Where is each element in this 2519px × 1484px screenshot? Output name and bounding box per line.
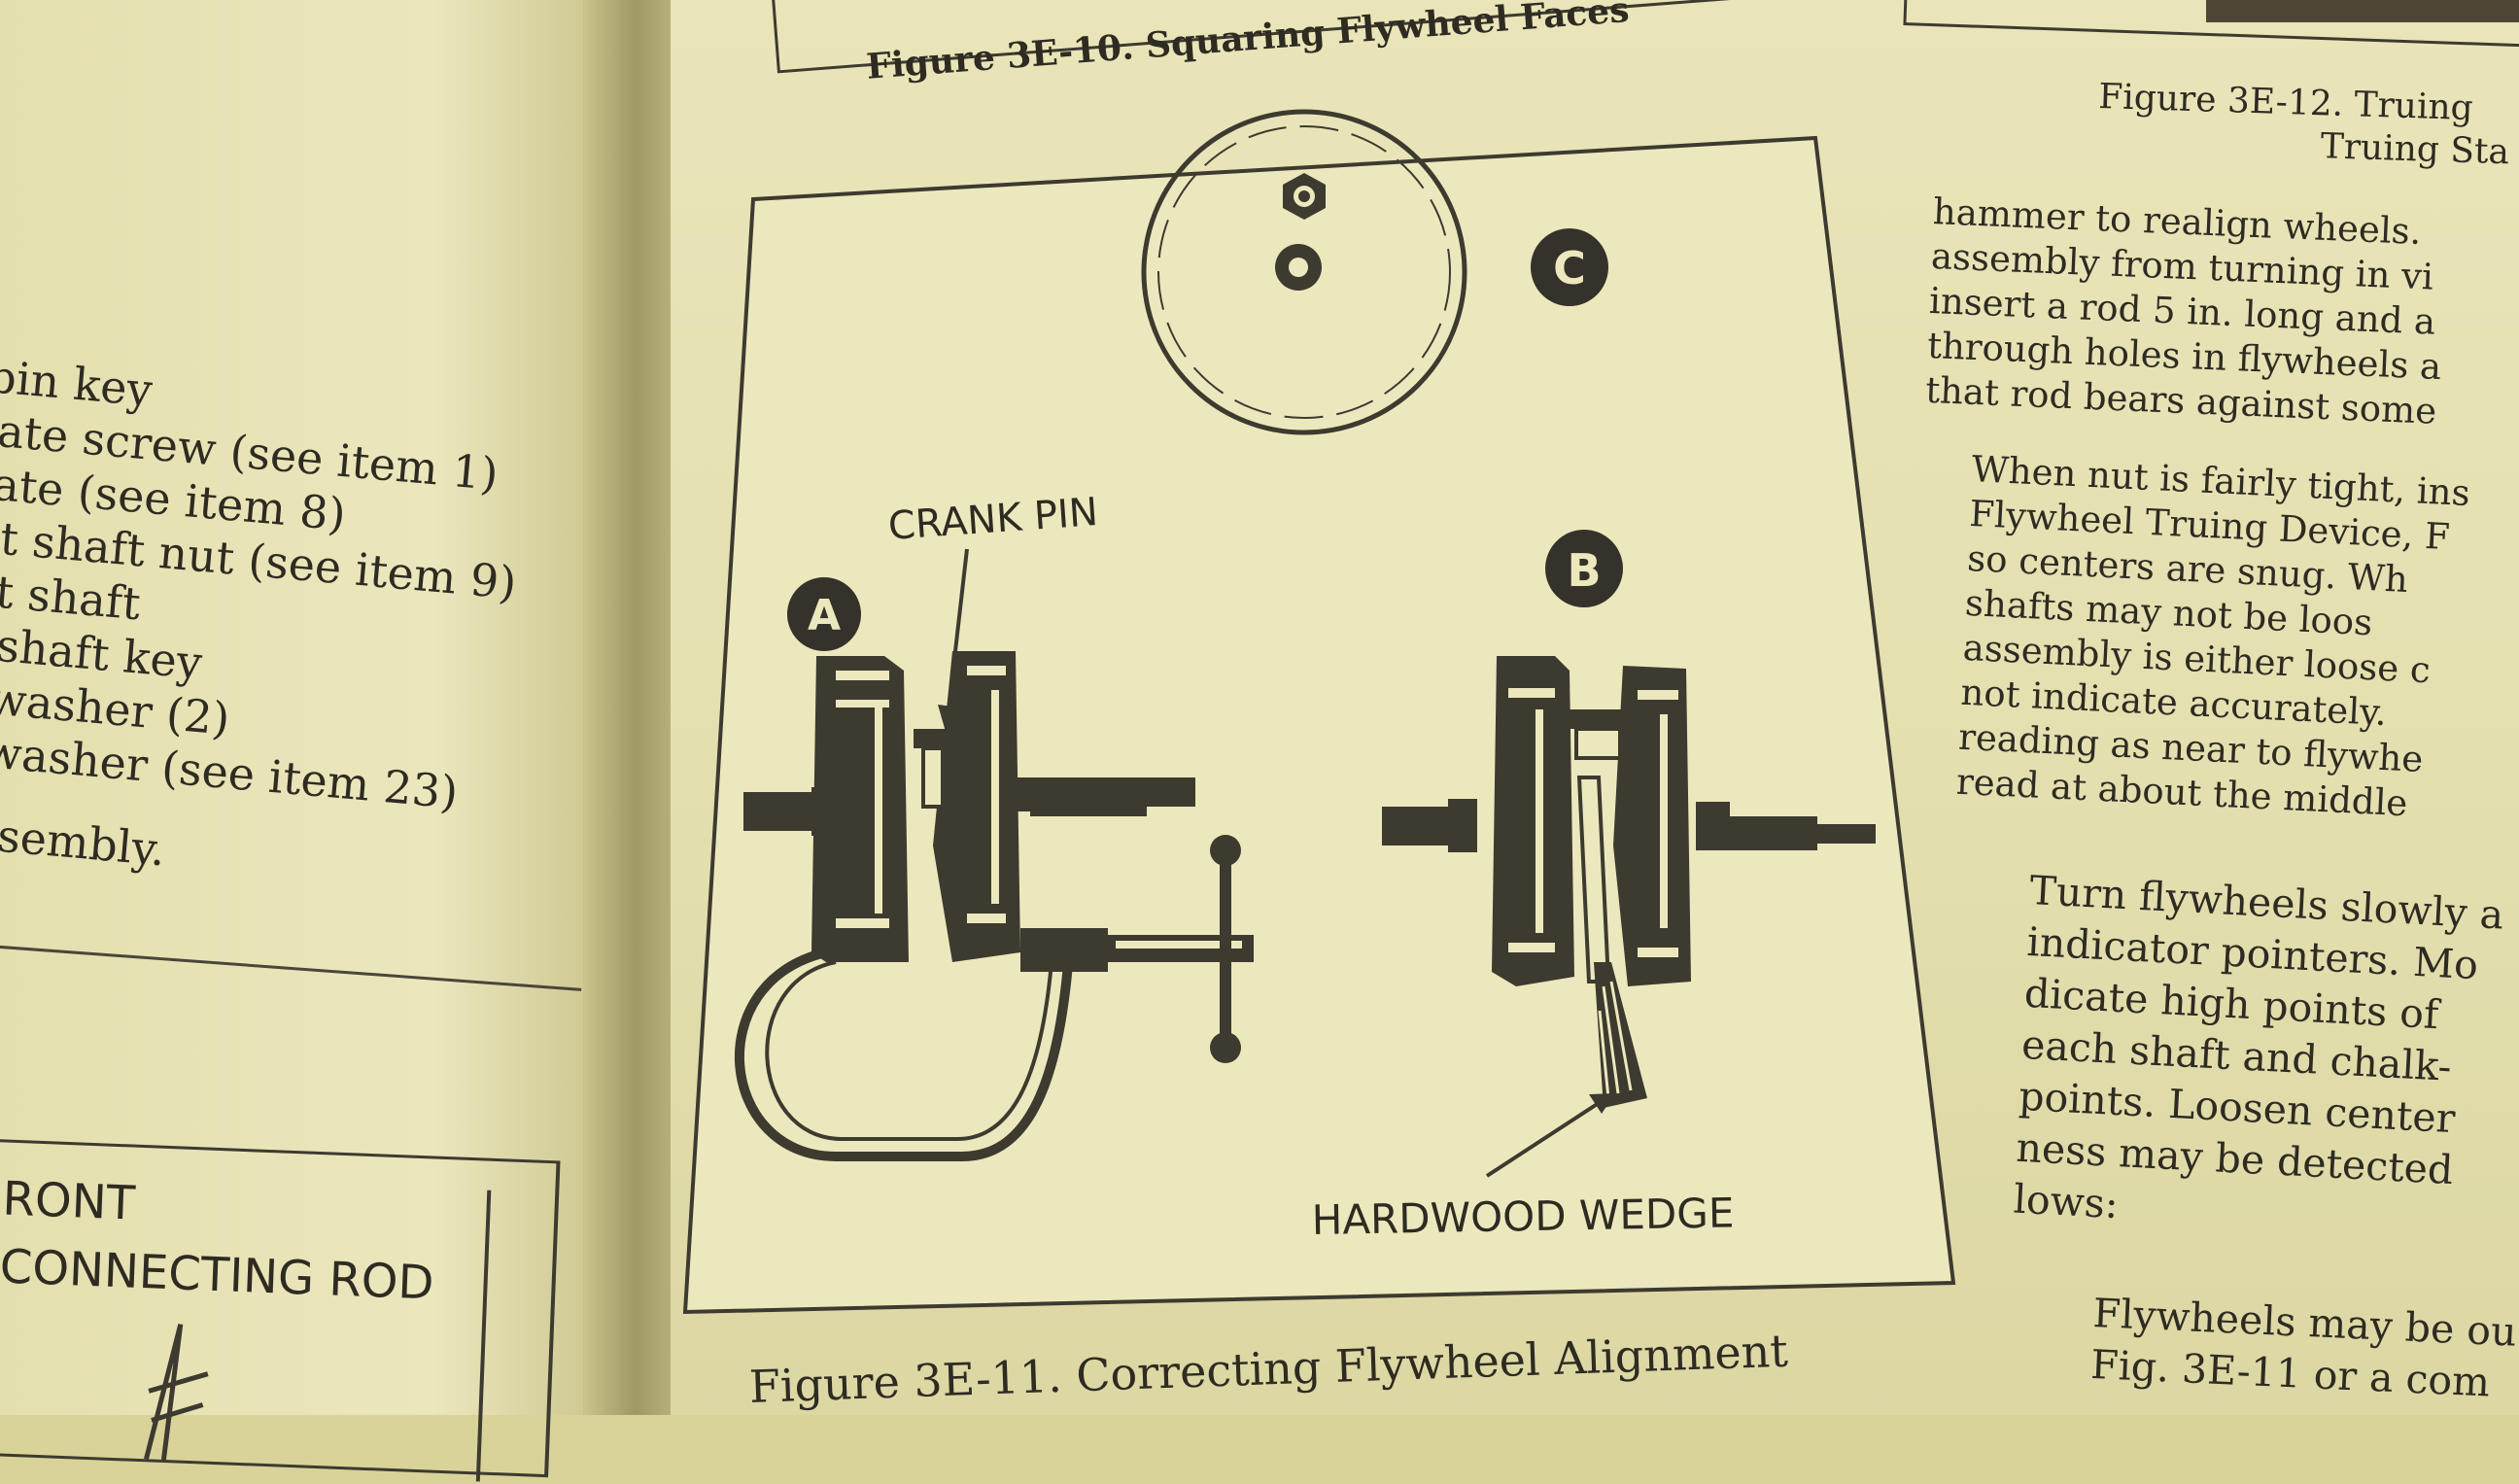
front-label: RONT <box>1 1171 136 1231</box>
paragraph: hammer to realign wheels. assembly from … <box>1924 190 2447 434</box>
figure-border <box>682 135 1956 1315</box>
label-a-badge: A <box>787 577 861 651</box>
flywheel-view-c <box>1141 109 1467 435</box>
paragraph: Turn flywheels slowly a indicator pointe… <box>2013 865 2505 1250</box>
label-c-badge: C <box>1531 228 1608 306</box>
figure-3e12-image <box>2206 0 2519 22</box>
label-a: A <box>808 591 841 640</box>
parts-list: pin key late screw (see item 1) late (se… <box>0 350 591 911</box>
label-b: B <box>1567 544 1601 597</box>
label-b-badge: B <box>1545 530 1623 607</box>
paragraph: Flywheels may be ou Fig. 3E-11 or a com <box>2089 1288 2517 1410</box>
flywheel-assembly-a <box>743 651 1195 962</box>
figure-caption: Figure 3E-12. Truing Truing Sta <box>2096 76 2511 174</box>
paragraph: When nut is fairly tight, ins Flywheel T… <box>1955 447 2471 829</box>
hardwood-wedge-icon <box>1594 962 1647 1108</box>
flywheel-assembly-b <box>1382 656 1876 986</box>
left-diagram-frame: RONT CONNECTING ROD <box>0 1137 561 1482</box>
hardwood-wedge-label: HARDWOOD WEDGE <box>1311 1189 1734 1244</box>
divider <box>475 1190 492 1482</box>
label-c: C <box>1553 242 1586 294</box>
c-clamp <box>734 835 1254 1161</box>
flywheel-figure: C A CRANK PIN B <box>682 109 1956 1315</box>
left-page <box>0 0 622 1415</box>
rod-sketch-icon <box>144 1323 209 1461</box>
connecting-rod-label: CONNECTING ROD <box>0 1239 435 1311</box>
